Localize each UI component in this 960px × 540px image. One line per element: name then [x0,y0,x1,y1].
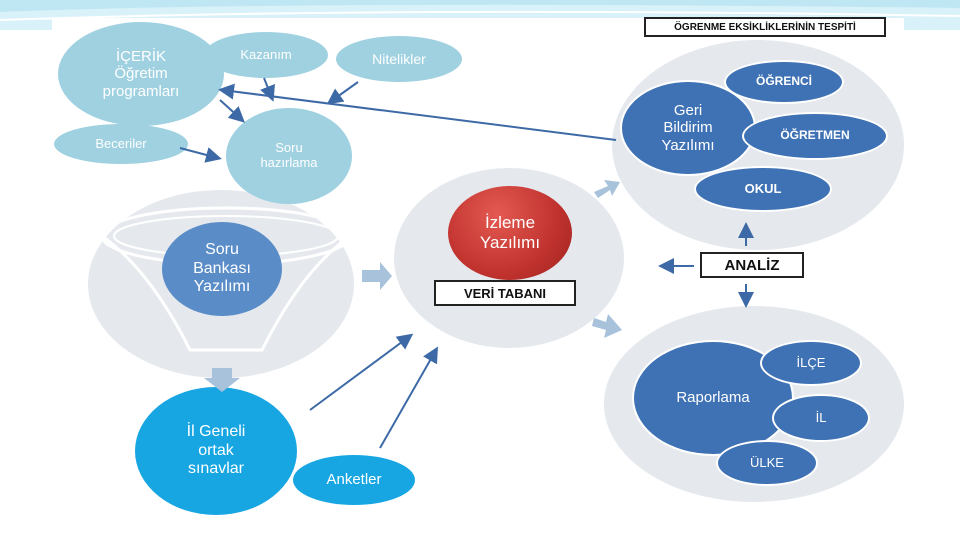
beceriler-node: Beceriler [54,124,188,164]
ogretmen-node: ÖĞRETMEN [742,112,888,160]
analiz-box: ANALİZ [700,252,804,278]
veri-tabani-box: VERİ TABANI [434,280,576,306]
soru-hazirlama-node: Soru hazırlama [226,108,352,204]
izleme-node: İzleme Yazılımı [448,186,572,280]
ogrenci-node: ÖĞRENCİ [724,60,844,104]
header-title: ÖGRENME EKSİKLİKLERİNİN TESPİTİ [644,17,886,37]
ilce-node: İLÇE [760,340,862,386]
nitelikler-node: Nitelikler [336,36,462,82]
il-node: İL [772,394,870,442]
okul-node: OKUL [694,166,832,212]
soru-bankasi-node: Soru Bankası Yazılımı [162,222,282,316]
kazanim-node: Kazanım [204,32,328,78]
ulke-node: ÜLKE [716,440,818,486]
icerik-node: İÇERİK Öğretim programları [58,22,224,126]
il-geneli-node: İl Geneli ortak sınavlar [132,384,300,518]
anketler-node: Anketler [290,452,418,508]
